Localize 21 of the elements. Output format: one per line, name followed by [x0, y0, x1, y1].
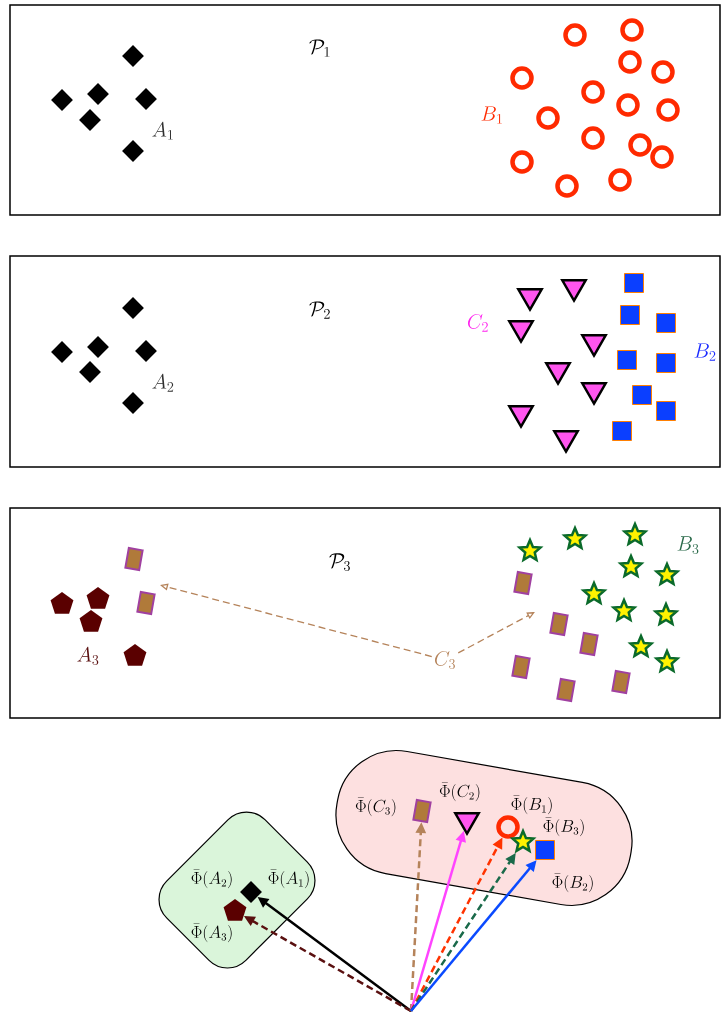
- marker-label: $\bar{\Phi}(C_2)$: [439, 782, 480, 802]
- marker-label: $\bar{\Phi}(A_2)$: [191, 869, 232, 889]
- cluster-label: $C_2$: [468, 313, 488, 332]
- cluster-label: $A_2$: [152, 373, 174, 392]
- marker-label: $\bar{\Phi}(C_3)$: [355, 797, 396, 817]
- marker-label: $\bar{\Phi}(A_3)$: [191, 923, 232, 943]
- marker-label: $\bar{\Phi}(A_1)$: [268, 869, 309, 889]
- marker-label: $\bar{\Phi}(B_3)$: [543, 817, 584, 837]
- cluster-label: $B_3$: [677, 536, 699, 554]
- cluster-label: $B_2$: [694, 343, 716, 361]
- panel-title: $\mathcal{P}_3$: [329, 553, 350, 571]
- panel-title: $\mathcal{P}_1$: [309, 39, 330, 57]
- marker-label: $\bar{\Phi}(B_1)$: [511, 795, 552, 815]
- cluster-label: $B_1$: [481, 106, 502, 124]
- cluster-label: $C_3$: [435, 650, 455, 669]
- arrow: [457, 612, 535, 654]
- arrow: [160, 583, 433, 658]
- panel-title: $\mathcal{P}_2$: [309, 301, 330, 319]
- marker-label: $\bar{\Phi}(B_2)$: [552, 873, 593, 893]
- cluster-label: $A_1$: [152, 121, 173, 140]
- cluster-label: $A_3$: [77, 646, 99, 665]
